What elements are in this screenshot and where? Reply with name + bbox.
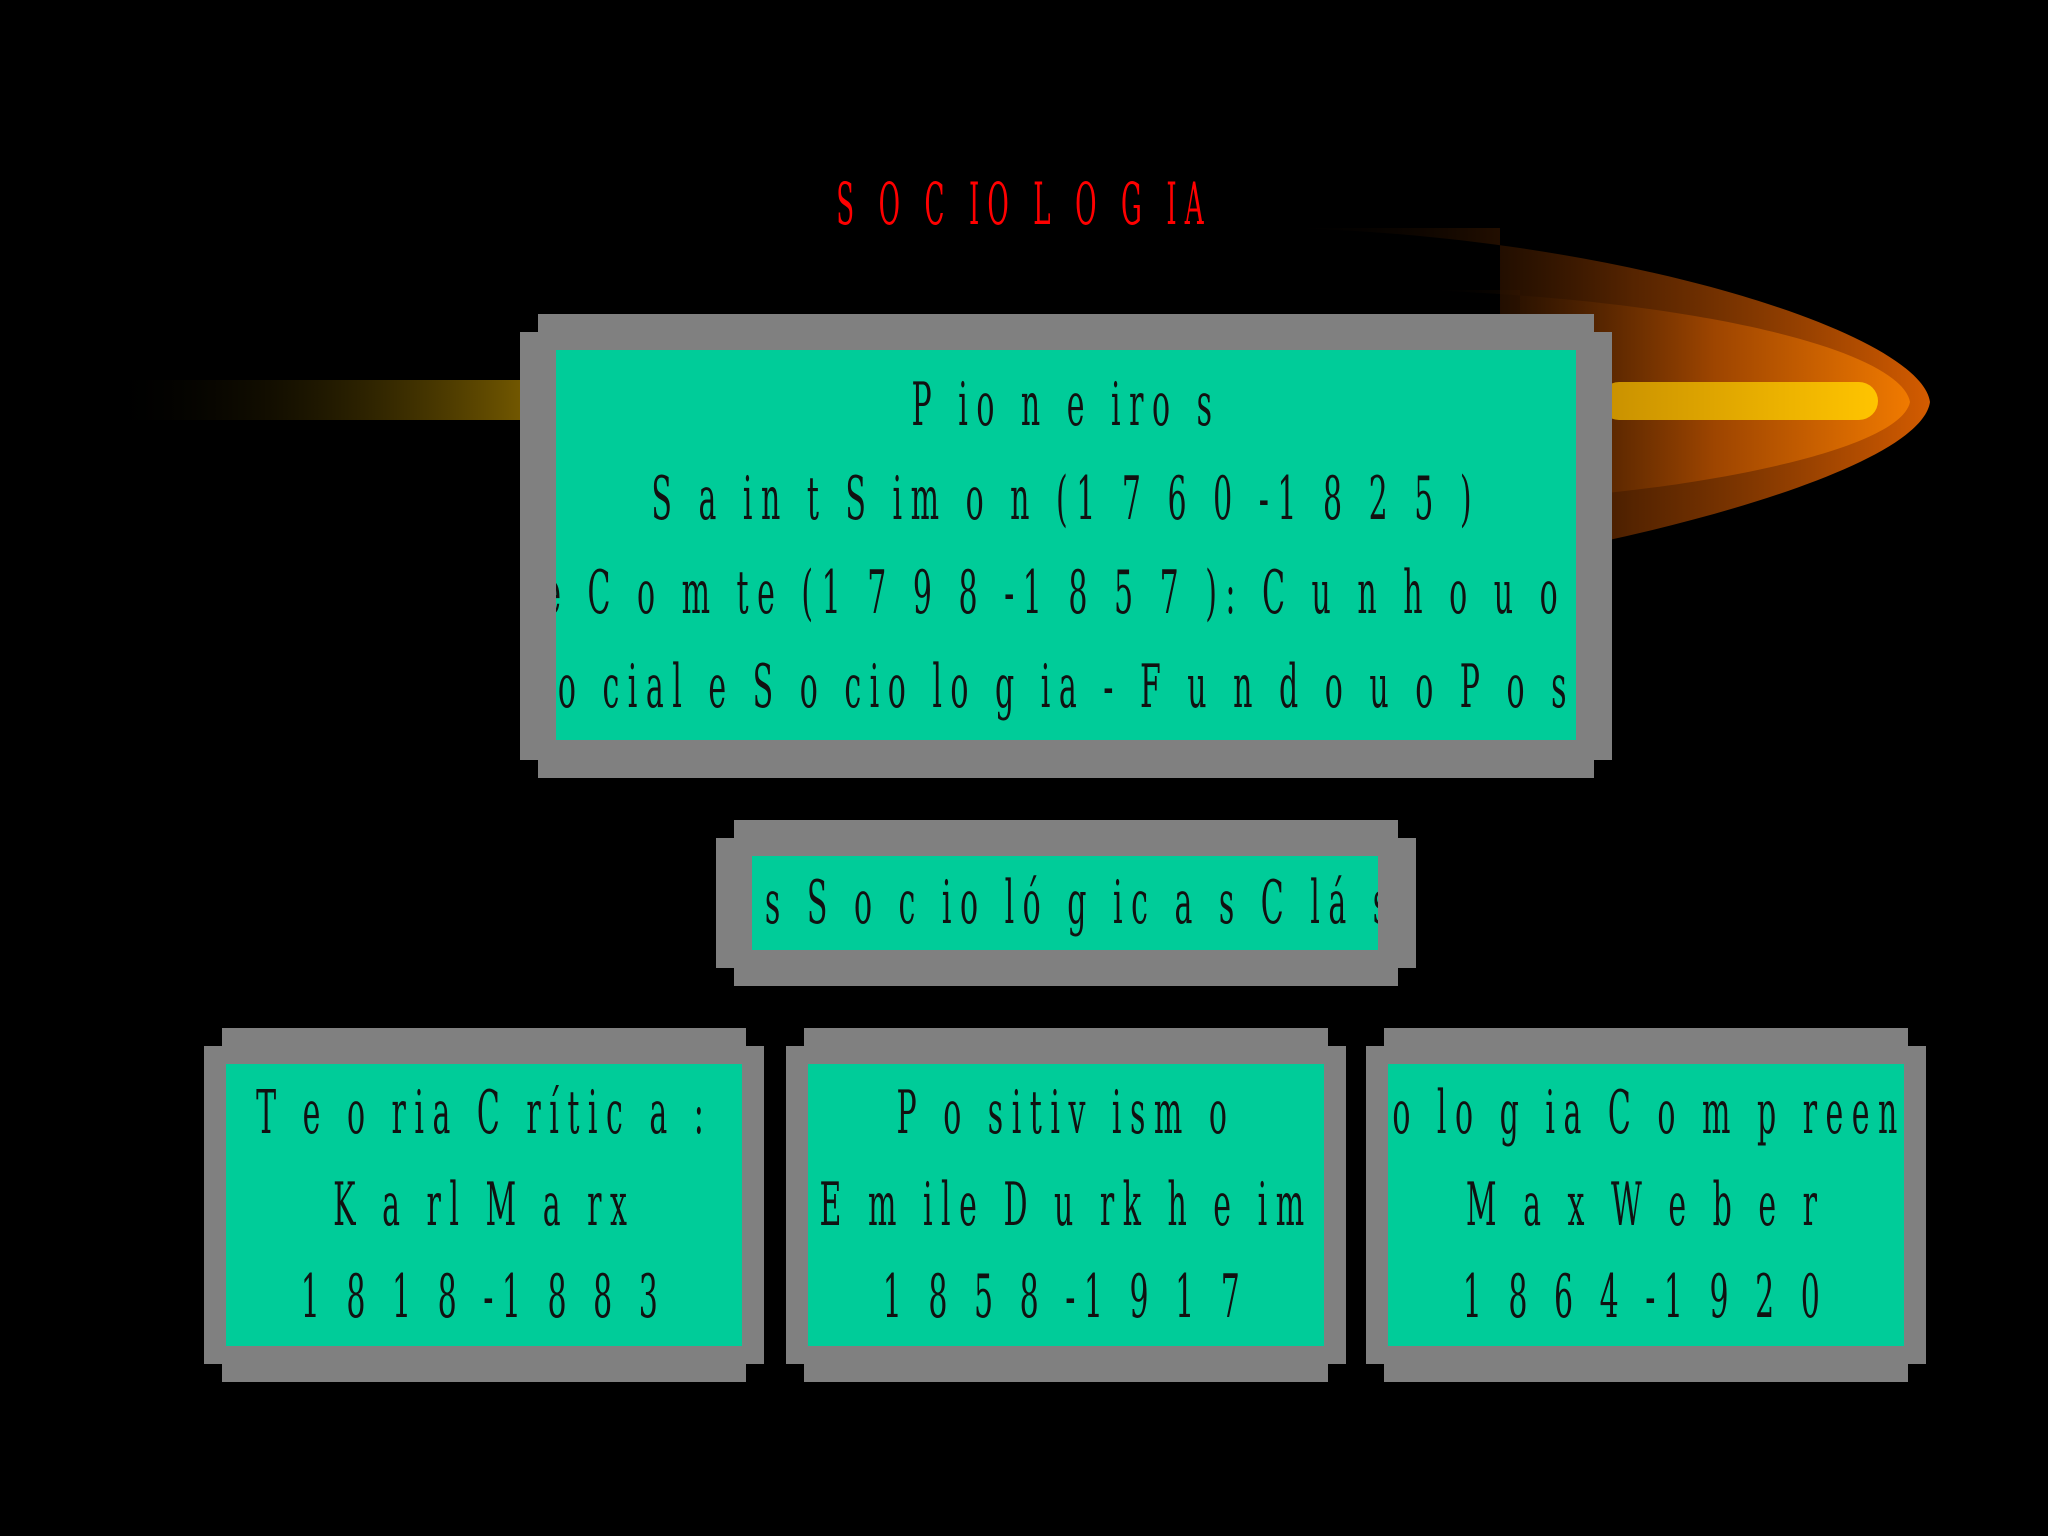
page-title: S O C IO L O G IA [934, 168, 1114, 240]
critical-theory-box: T e o ria C rític a : K a rl M a rx 1 8 … [204, 1028, 764, 1382]
theorist-dates: 1 8 5 8 -1 9 1 7 [883, 1267, 1249, 1327]
theorist-name: K a rl M a rx [333, 1175, 635, 1235]
classic-theories-label: T e o ria s S o c io ló g ic a s C lá s … [752, 873, 1378, 933]
theorist-dates: 1 8 1 8 -1 8 8 3 [301, 1267, 667, 1327]
theorist-name: E m ile D u rk h e im [819, 1175, 1312, 1235]
critical-theory-box-content: T e o ria C rític a : K a rl M a rx 1 8 … [226, 1064, 742, 1346]
theory-name: P o sitiv ism o [897, 1083, 1236, 1143]
comet-core [1600, 382, 1878, 420]
pioneers-box: P io n e iro s S a in t S im o n (1 7 6 … [520, 314, 1612, 778]
theory-name: S o cio lo g ia C o m p reen siv a [1388, 1083, 1904, 1143]
pioneer-saint-simon: S a in t S im o n (1 7 6 0 -1 8 2 5 ) [652, 469, 1481, 529]
positivism-box: P o sitiv ism o E m ile D u rk h e im 1 … [786, 1028, 1346, 1382]
positivism-box-content: P o sitiv ism o E m ile D u rk h e im 1 … [808, 1064, 1324, 1346]
pioneers-box-content: P io n e iro s S a in t S im o n (1 7 6 … [556, 350, 1576, 740]
comprehensive-sociology-box: S o cio lo g ia C o m p reen siv a M a x… [1366, 1028, 1926, 1382]
theorist-name: M a x W e b e r [1466, 1175, 1826, 1235]
pioneer-comte: A u g u ste C o m te (1 7 9 8 -1 8 5 7 )… [556, 563, 1576, 623]
comprehensive-sociology-box-content: S o cio lo g ia C o m p reen siv a M a x… [1388, 1064, 1904, 1346]
pioneers-heading: P io n e iro s [911, 375, 1220, 435]
classic-theories-box-content: T e o ria s S o c io ló g ic a s C lá s … [752, 856, 1378, 950]
comet-tail [100, 380, 540, 420]
classic-theories-box: T e o ria s S o c io ló g ic a s C lá s … [716, 820, 1416, 986]
theorist-dates: 1 8 6 4 -1 9 2 0 [1463, 1267, 1829, 1327]
theory-name: T e o ria C rític a : [256, 1083, 712, 1143]
pioneer-comte-contribution: F ísica S o cial e S o cio lo g ia - F u… [556, 657, 1576, 717]
